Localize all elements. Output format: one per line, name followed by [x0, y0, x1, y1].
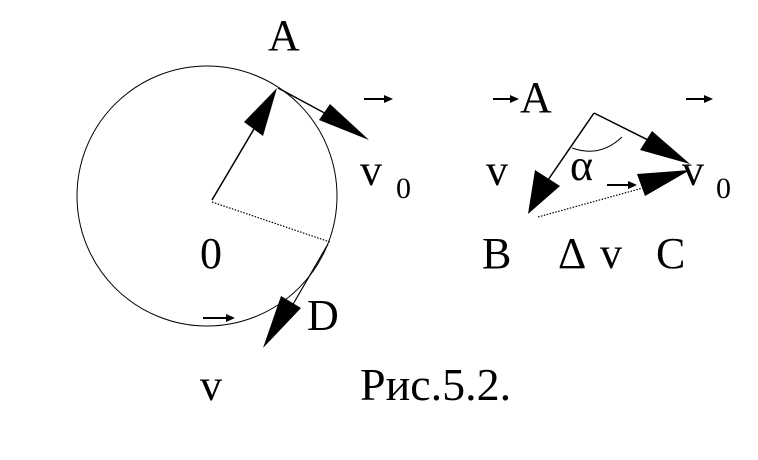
figure-caption: Рис.5.2.	[360, 359, 511, 410]
tangent-velocity-a-arrowhead	[319, 104, 369, 140]
radius-arrowhead	[244, 88, 277, 136]
label-v-right: v	[486, 146, 508, 195]
radius-to-d	[211, 201, 331, 243]
delta-v-arrowhead	[637, 170, 690, 196]
label-a-top: A	[268, 11, 300, 60]
vector-mark-v-bottom	[203, 314, 235, 322]
label-a-right: A	[520, 73, 552, 122]
label-c: C	[656, 229, 685, 278]
label-v-bottom: v	[200, 361, 222, 410]
label-center-0: 0	[200, 229, 222, 278]
velocity-v0-arrowhead	[640, 131, 690, 164]
vector-mark-delta-v	[607, 181, 637, 189]
label-delta: Δ	[558, 229, 586, 278]
delta-v-line	[537, 185, 651, 218]
label-v0-left-subscript: 0	[396, 172, 411, 205]
left-diagram: A 0 D v 0 v	[76, 11, 411, 410]
label-b: B	[482, 229, 511, 278]
right-diagram: A v α v 0 B Δ v C	[482, 73, 731, 278]
label-v0-right: v	[682, 146, 704, 195]
tangent-velocity-d-line	[291, 243, 329, 307]
label-d: D	[307, 291, 339, 340]
velocity-v-line	[547, 112, 595, 181]
vector-mark-v0-right	[686, 95, 713, 103]
velocity-v-arrowhead	[528, 170, 560, 214]
label-v0-right-subscript: 0	[716, 172, 731, 205]
tangent-velocity-d-arrowhead	[263, 296, 301, 348]
vector-mark-a	[493, 95, 519, 103]
label-delta-v: v	[600, 229, 622, 278]
label-alpha: α	[570, 141, 593, 190]
vector-mark-v0	[364, 95, 393, 103]
label-v0-left: v	[360, 146, 382, 195]
angle-alpha-arc	[571, 136, 623, 152]
trajectory-circle	[76, 65, 338, 327]
